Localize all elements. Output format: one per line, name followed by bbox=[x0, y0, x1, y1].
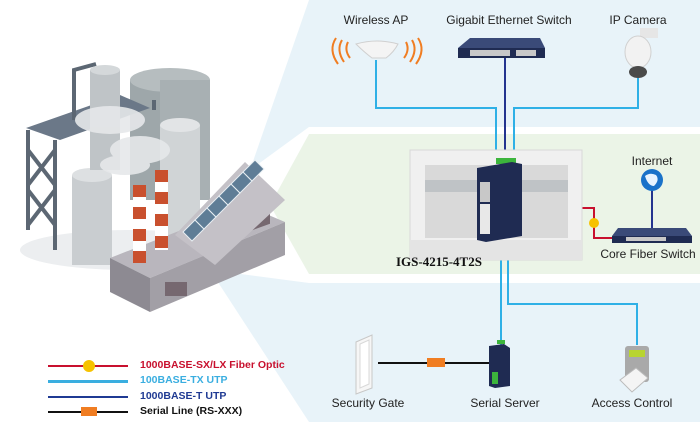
label-serial-server: Serial Server bbox=[470, 396, 540, 410]
core-fiber-switch-icon bbox=[612, 228, 692, 243]
beam-top bbox=[250, 0, 309, 170]
legend-item-100tx: 100BASE-TX UTP bbox=[48, 374, 288, 388]
cable-access-control bbox=[507, 245, 638, 345]
building bbox=[110, 159, 285, 312]
cable-ip-camera bbox=[513, 78, 639, 160]
legend-label-fiber: 1000BASE-SX/LX Fiber Optic bbox=[140, 359, 285, 371]
serial-badge-icon bbox=[81, 407, 97, 416]
legend-label-100tx: 100BASE-TX UTP bbox=[140, 374, 228, 386]
central-device-model: IGS-4215-4T2S bbox=[396, 254, 482, 269]
legend-item-fiber: 1000BASE-SX/LX Fiber Optic bbox=[48, 359, 288, 373]
smoke bbox=[75, 106, 170, 175]
legend-item-1000t: 1000BASE-T UTP bbox=[48, 390, 288, 404]
legend-label-1000t: 1000BASE-T UTP bbox=[140, 390, 227, 402]
wireless-ap-icon bbox=[331, 37, 423, 65]
igs-4215-4t2s-device bbox=[477, 158, 522, 242]
solar-panels bbox=[182, 159, 265, 242]
label-access-control: Access Control bbox=[591, 396, 673, 410]
ip-camera-icon bbox=[624, 28, 658, 78]
fiber-badge bbox=[589, 218, 599, 228]
legend-label-serial: Serial Line (RS-XXX) bbox=[140, 405, 243, 417]
legend-line-1000t bbox=[48, 396, 128, 398]
label-wireless-ap: Wireless AP bbox=[343, 13, 409, 27]
label-core-fiber-switch: Core Fiber Switch bbox=[600, 247, 696, 261]
cable-wireless-ap bbox=[375, 60, 497, 160]
security-gate-icon bbox=[355, 334, 373, 395]
chimneys bbox=[133, 170, 168, 263]
fiber-badge-icon bbox=[83, 360, 95, 372]
legend-item-serial: Serial Line (RS-XXX) bbox=[48, 405, 288, 419]
label-internet: Internet bbox=[631, 154, 673, 168]
factory-illustration bbox=[20, 62, 285, 312]
serial-server-icon bbox=[489, 340, 510, 388]
gigabit-switch-icon bbox=[458, 38, 545, 58]
legend-line-100tx bbox=[48, 380, 128, 383]
beam-mid bbox=[270, 134, 309, 274]
serial-badge bbox=[427, 358, 445, 367]
access-control-icon bbox=[619, 346, 649, 393]
beam-bottom bbox=[210, 270, 309, 422]
label-ip-camera: IP Camera bbox=[609, 13, 667, 27]
internet-globe-icon bbox=[641, 169, 663, 191]
label-gigabit-switch: Gigabit Ethernet Switch bbox=[446, 13, 572, 27]
label-security-gate: Security Gate bbox=[331, 396, 405, 410]
